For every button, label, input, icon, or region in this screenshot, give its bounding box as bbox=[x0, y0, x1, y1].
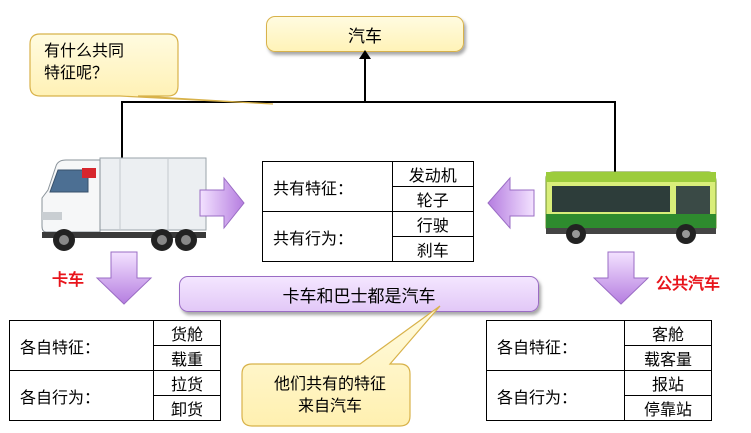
cell: 发动机 bbox=[391, 161, 475, 187]
table-row: 载客量 bbox=[487, 345, 712, 371]
banner: 卡车和巴士都是汽车 bbox=[179, 276, 539, 312]
row-label: 共有特征： bbox=[262, 161, 393, 212]
bus-icon bbox=[545, 171, 717, 244]
arrowhead-up-icon bbox=[359, 50, 371, 59]
connector-vertical bbox=[364, 56, 366, 103]
cell: 客舱 bbox=[624, 320, 712, 346]
common-features-table: 共有特征： 发动机 轮子 共有行为： 行驶 刹车 bbox=[262, 161, 475, 262]
row-label: 各自行为： bbox=[485, 370, 626, 421]
banner-text: 卡车和巴士都是汽车 bbox=[282, 286, 436, 307]
row-label: 各自特征： bbox=[8, 320, 155, 371]
cell: 货舱 bbox=[153, 320, 221, 346]
question-callout bbox=[29, 33, 274, 105]
table-row: 轮子 bbox=[263, 186, 475, 212]
connector-left-drop bbox=[121, 101, 123, 159]
answer-text: 他们共有的特征 来自汽车 bbox=[252, 373, 408, 417]
answer-line-2: 来自汽车 bbox=[297, 396, 362, 415]
cell: 行驶 bbox=[391, 211, 475, 237]
cell: 载重 bbox=[153, 345, 221, 371]
car-box: 汽车 bbox=[266, 16, 464, 52]
row-label: 共有行为： bbox=[262, 211, 393, 262]
row-label: 各自特征： bbox=[485, 320, 626, 371]
truck-label: 卡车 bbox=[52, 270, 85, 289]
connector-right-drop bbox=[614, 101, 616, 173]
cell: 刹车 bbox=[391, 236, 475, 262]
row-label: 各自行为： bbox=[8, 370, 155, 421]
cell: 拉货 bbox=[153, 370, 221, 396]
arrow-right-icon bbox=[199, 176, 245, 230]
cell: 停靠站 bbox=[624, 395, 712, 421]
cell: 载客量 bbox=[624, 345, 712, 371]
table-row: 各自行为： 报站 bbox=[485, 370, 712, 421]
table-row: 载重 bbox=[10, 345, 221, 371]
arrow-down-left-icon bbox=[95, 251, 153, 305]
table-row: 刹车 bbox=[263, 236, 475, 262]
truck-icon bbox=[41, 157, 207, 251]
cell: 卸货 bbox=[153, 395, 221, 421]
answer-line-1: 他们共有的特征 bbox=[273, 374, 386, 393]
question-text: 有什么共同 特征呢？ bbox=[44, 40, 164, 84]
table-row: 各自特征： 客舱 bbox=[485, 320, 712, 371]
arrow-down-right-icon bbox=[592, 251, 650, 305]
cell: 报站 bbox=[624, 370, 712, 396]
table-row: 共有特征： 发动机 bbox=[262, 161, 475, 212]
truck-features-table: 各自特征： 货舱 载重 各自行为： 拉货 卸货 bbox=[8, 320, 221, 421]
cell: 轮子 bbox=[391, 186, 475, 212]
table-row: 卸货 bbox=[10, 395, 221, 421]
table-row: 停靠站 bbox=[487, 395, 712, 421]
bus-label: 公共汽车 bbox=[656, 274, 721, 293]
table-row: 各自行为： 拉货 bbox=[8, 370, 221, 421]
car-box-label: 汽车 bbox=[348, 26, 382, 47]
table-row: 共有行为： 行驶 bbox=[262, 211, 475, 262]
arrow-left-icon bbox=[487, 176, 535, 230]
table-row: 各自特征： 货舱 bbox=[8, 320, 221, 371]
question-line-2: 特征呢？ bbox=[44, 63, 109, 82]
connector-horizontal bbox=[121, 101, 616, 103]
question-line-1: 有什么共同 bbox=[44, 41, 125, 60]
answer-callout bbox=[241, 305, 441, 427]
bus-features-table: 各自特征： 客舱 载客量 各自行为： 报站 停靠站 bbox=[485, 320, 712, 421]
